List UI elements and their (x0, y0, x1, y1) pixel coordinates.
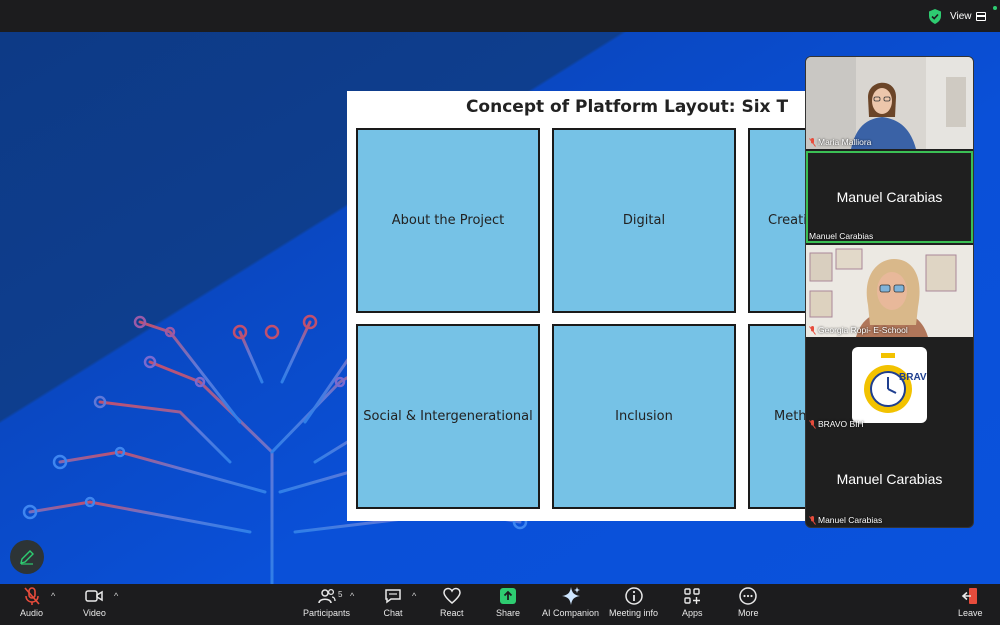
slide-title: Concept of Platform Layout: Six T (465, 97, 789, 117)
annotate-button[interactable] (10, 540, 44, 574)
view-label: View (950, 11, 972, 22)
mic-muted-icon (809, 515, 816, 525)
grid-icon (975, 12, 986, 21)
slide-tile: Social & Intergenerational (356, 324, 540, 509)
participant-display-name: Manuel Carabias (836, 471, 943, 487)
chat-button[interactable]: Chat (383, 586, 403, 618)
apps-icon (684, 588, 701, 604)
video-options-caret[interactable]: ^ (114, 591, 119, 601)
share-button[interactable]: Share (496, 586, 520, 618)
leave-door-icon (962, 588, 978, 604)
share-screen-icon (500, 588, 517, 604)
stopwatch-logo-icon (864, 353, 912, 413)
participant-display-name: Manuel Carabias (836, 189, 943, 205)
more-button[interactable]: More (738, 586, 759, 618)
participant-tile[interactable]: Maria Malliora (806, 57, 973, 149)
participant-video (806, 245, 973, 337)
mic-muted-icon (23, 587, 40, 605)
participant-tile[interactable]: Georgia Ropi- E-School (806, 245, 973, 337)
ai-companion-button[interactable]: AI Companion (542, 586, 599, 618)
participant-name-tag: Maria Malliora (809, 137, 871, 147)
slide-tile: Digital (552, 128, 736, 313)
audio-options-caret[interactable]: ^ (51, 591, 56, 601)
bravo-logo: BRAVO (852, 347, 927, 423)
participants-button[interactable]: Participants (303, 586, 350, 618)
view-button[interactable]: View (950, 8, 986, 25)
participants-count: 5 (338, 590, 343, 599)
meeting-info-button[interactable]: Meeting info (609, 586, 658, 618)
participant-tile[interactable]: Manuel Carabias Manuel Carabias (806, 433, 973, 527)
participant-name-tag: Georgia Ropi- E-School (809, 325, 908, 335)
mic-muted-icon (809, 419, 816, 429)
video-button[interactable]: Video (83, 586, 106, 618)
leave-button[interactable]: Leave (958, 586, 983, 618)
participant-video (806, 57, 973, 149)
react-button[interactable]: React (440, 586, 464, 618)
slide-tile: Creati (748, 128, 805, 313)
logo-text: BRAVO (899, 372, 927, 383)
more-icon (739, 587, 757, 605)
shield-icon[interactable] (928, 9, 942, 24)
participant-name-tag: Manuel Carabias (809, 515, 882, 525)
pencil-icon (20, 550, 34, 565)
slide-tile: About the Project (356, 128, 540, 313)
slide-tile: Meth (748, 324, 805, 509)
presentation-slide: Concept of Platform Layout: Six T About … (347, 91, 805, 521)
participant-name-tag: Manuel Carabias (809, 231, 874, 241)
meeting-toolbar: Audio ^ Video ^ Participants 5 ^ Chat ^ … (0, 584, 1000, 625)
video-gallery: Maria Malliora Manuel Carabias Manuel Ca… (805, 56, 974, 528)
info-icon (624, 587, 643, 605)
audio-button[interactable]: Audio (20, 586, 43, 618)
participant-name-tag: BRAVO BIH (809, 419, 864, 429)
apps-button[interactable]: Apps (682, 586, 703, 618)
sparkle-icon (561, 587, 580, 605)
status-dot (993, 6, 997, 10)
participant-tile[interactable]: Manuel Carabias Manuel Carabias (806, 151, 973, 243)
chat-options-caret[interactable]: ^ (412, 591, 417, 601)
participants-icon (317, 588, 336, 604)
video-camera-icon (85, 590, 104, 602)
slide-tile: Inclusion (552, 324, 736, 509)
mic-muted-icon (809, 325, 816, 335)
chat-icon (385, 589, 401, 604)
heart-icon (442, 587, 461, 604)
participants-options-caret[interactable]: ^ (350, 591, 355, 601)
mic-muted-icon (809, 137, 816, 147)
participant-tile[interactable]: BRAVO BRAVO BIH (806, 339, 973, 431)
top-bar: View (0, 0, 1000, 32)
